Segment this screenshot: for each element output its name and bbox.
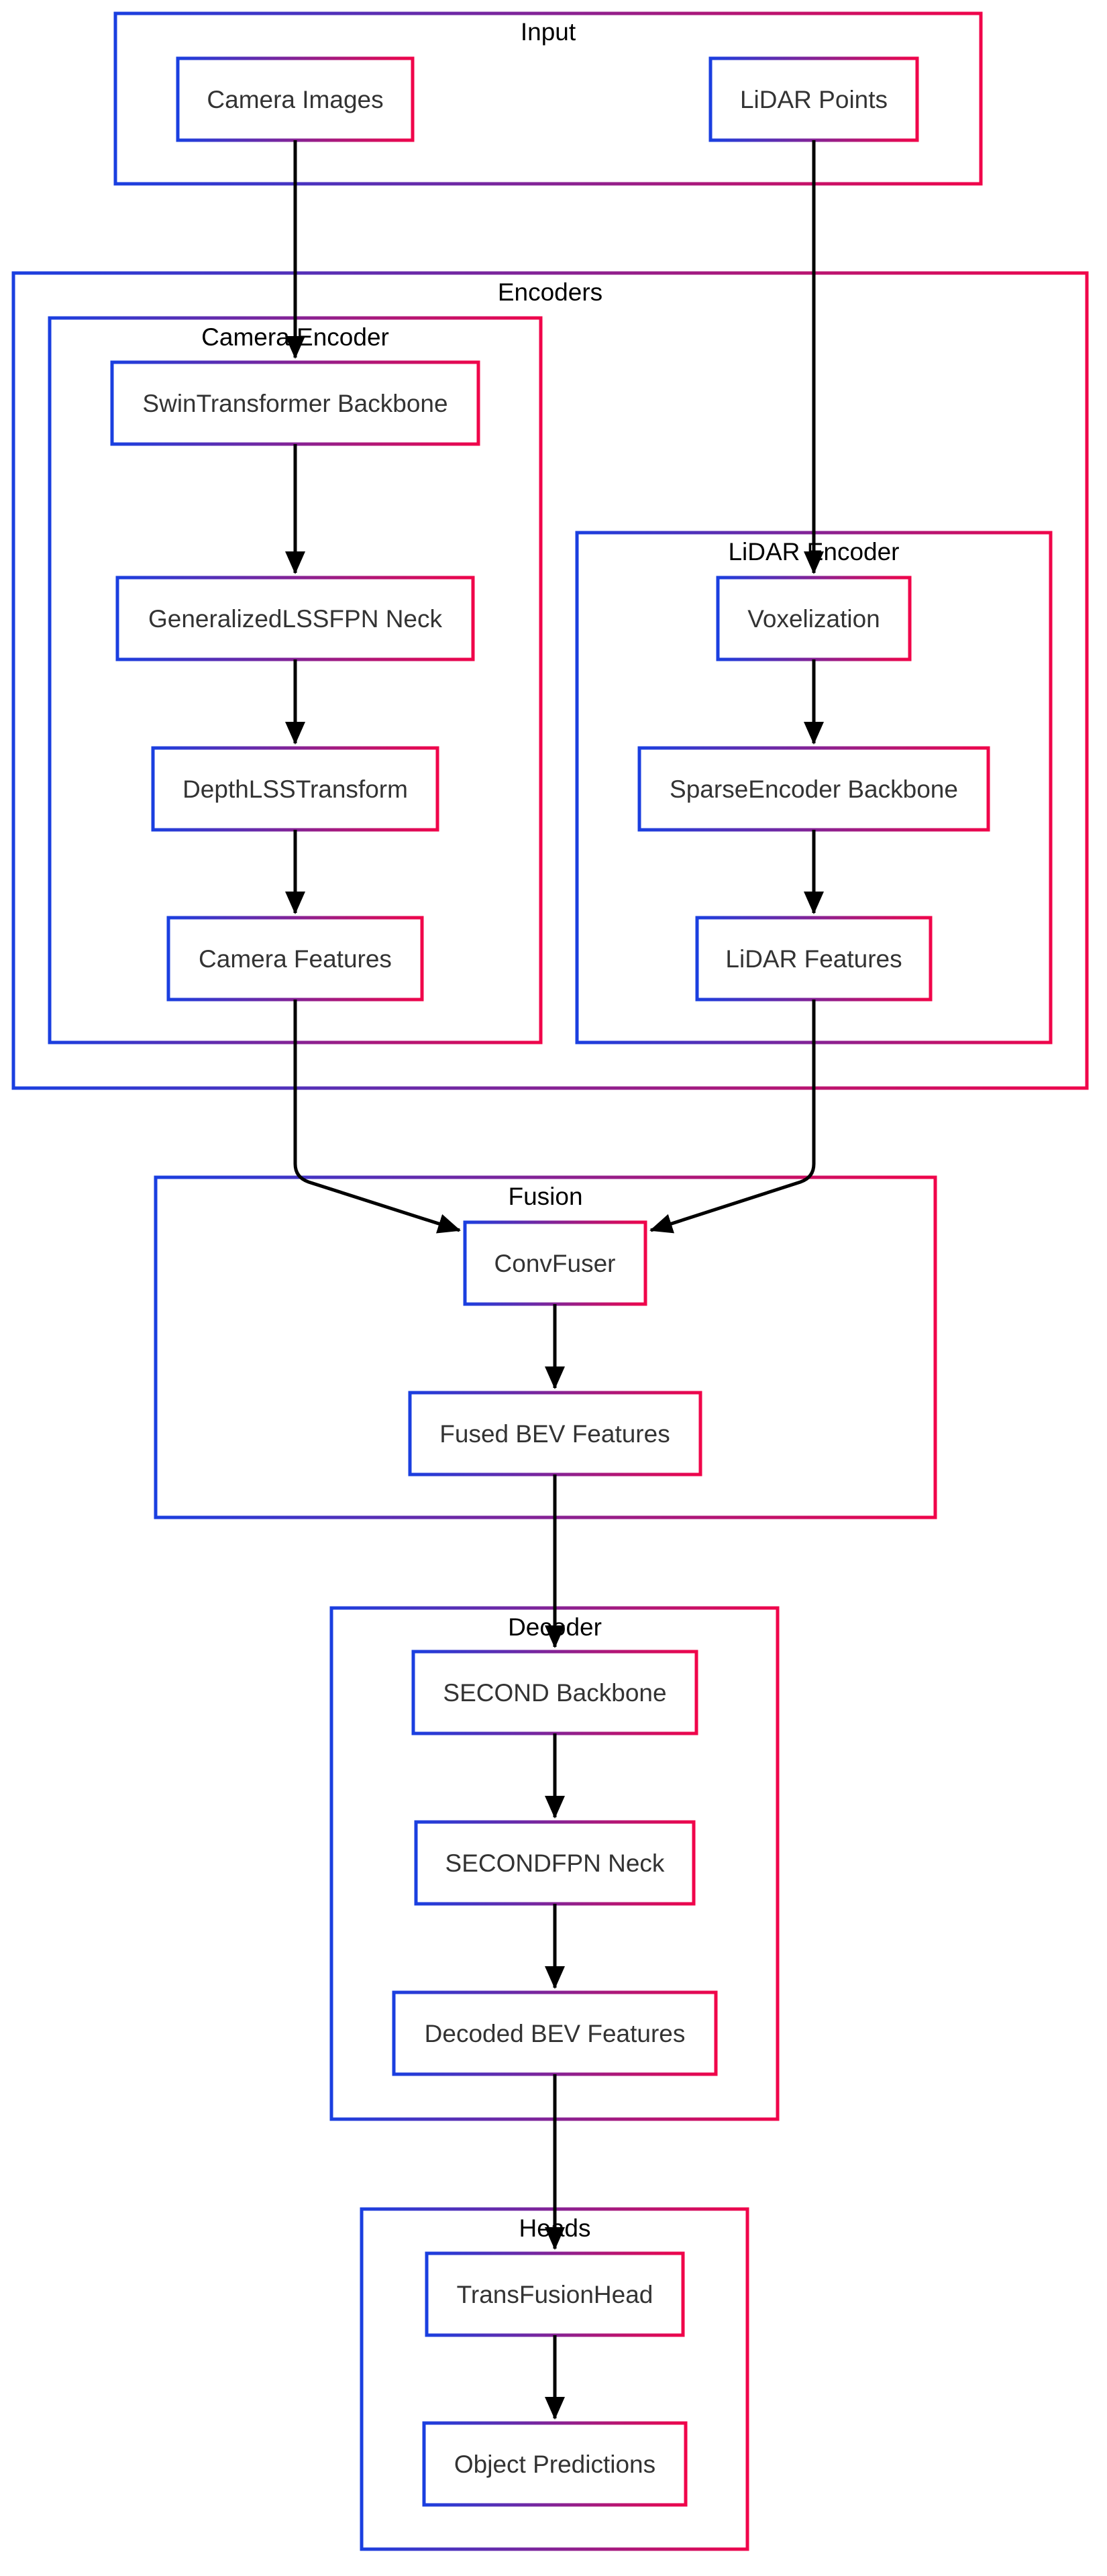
edge-lidar-features-to-convfuser (649, 1000, 816, 1234)
node-label-lidar-features: LiDAR Features (725, 945, 902, 973)
group-label-input: Input (521, 18, 576, 46)
node-fused-bev[interactable]: Fused BEV Features (408, 1391, 702, 1477)
node-label-convfuser: ConvFuser (494, 1250, 616, 1277)
group-input: Input (113, 11, 983, 186)
node-voxelization[interactable]: Voxelization (716, 576, 912, 661)
edge-camera-features-to-convfuser (293, 1000, 461, 1234)
node-label-transfusion-head: TransFusionHead (457, 2281, 653, 2308)
node-secondfpn-neck[interactable]: SECONDFPN Neck (414, 1820, 696, 1906)
node-label-second-backbone: SECOND Backbone (443, 1679, 666, 1707)
node-label-lss-neck: GeneralizedLSSFPN Neck (148, 605, 443, 633)
group-fusion: Fusion (154, 1175, 937, 1519)
edges (285, 140, 824, 2420)
node-label-swin-backbone: SwinTransformer Backbone (142, 390, 447, 417)
node-camera-features[interactable]: Camera Features (166, 916, 424, 1002)
node-label-decoded-bev: Decoded BEV Features (425, 2020, 686, 2047)
node-label-lidar-points: LiDAR Points (740, 86, 888, 113)
group-label-fusion: Fusion (508, 1183, 582, 1210)
node-label-voxelization: Voxelization (747, 605, 880, 633)
node-second-backbone[interactable]: SECOND Backbone (411, 1650, 698, 1735)
node-transfusion-head[interactable]: TransFusionHead (425, 2251, 685, 2337)
node-object-predictions[interactable]: Object Predictions (422, 2421, 688, 2507)
node-camera-images[interactable]: Camera Images (176, 56, 415, 142)
node-sparse-encoder[interactable]: SparseEncoder Backbone (637, 746, 990, 832)
node-depth-lss[interactable]: DepthLSSTransform (151, 746, 439, 832)
node-lss-neck[interactable]: GeneralizedLSSFPN Neck (115, 576, 475, 661)
node-label-camera-features: Camera Features (199, 945, 392, 973)
node-label-fused-bev: Fused BEV Features (439, 1420, 670, 1448)
node-lidar-points[interactable]: LiDAR Points (708, 56, 919, 142)
node-convfuser[interactable]: ConvFuser (463, 1220, 647, 1306)
node-label-depth-lss: DepthLSSTransform (182, 775, 408, 803)
group-label-encoders: Encoders (498, 278, 602, 306)
node-label-secondfpn-neck: SECONDFPN Neck (445, 1849, 665, 1877)
node-label-camera-images: Camera Images (207, 86, 383, 113)
node-lidar-features[interactable]: LiDAR Features (695, 916, 933, 1002)
group-encoders: Encoders (11, 271, 1089, 1090)
node-decoded-bev[interactable]: Decoded BEV Features (392, 1990, 718, 2076)
node-swin-backbone[interactable]: SwinTransformer Backbone (110, 360, 480, 446)
node-label-sparse-encoder: SparseEncoder Backbone (670, 775, 958, 803)
node-label-object-predictions: Object Predictions (454, 2451, 655, 2478)
